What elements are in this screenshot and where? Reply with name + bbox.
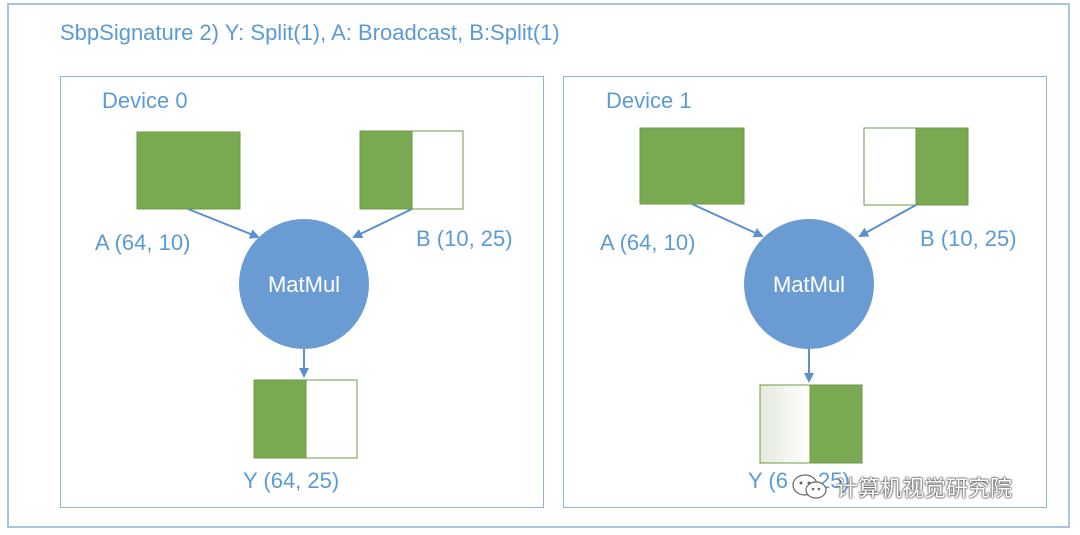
device-1-matmul-label: MatMul [773,272,845,297]
device-0-matmul-label: MatMul [268,272,340,297]
device-1-tensor-b [863,127,969,206]
device-1-tensor-a [639,127,745,205]
device-1-b-label: B (10, 25) [920,226,1017,251]
device-1-arrow-b [858,204,917,237]
device-1-tensor-y [759,384,863,464]
device-1-y-label: Y (6 [748,468,788,493]
device-0-matmul-node [239,219,369,349]
watermark-text: 计算机视觉研究院 [836,476,1013,501]
device-1-panel [563,76,1047,508]
device-0-tensor-b [359,130,464,210]
device-0-panel [60,76,544,508]
device-1-matmul-node [744,219,874,349]
device-0-tensor-y [253,379,358,459]
device-1-label: Device 1 [606,88,692,113]
device-0-diagram: MatMul A (64, 10) B (10, 25) Y (64, 25) [95,130,513,493]
device-0-arrow-b [352,208,413,239]
device-0-y-label: Y (64, 25) [243,468,339,493]
device-0-b-label: B (10, 25) [416,226,513,251]
device-1-arrow-a [691,203,764,238]
device-1-diagram: MatMul A (64, 10) B (10, 25) Y (6 25) [600,127,1017,493]
device-1-a-label: A (64, 10) [600,230,695,255]
device-0-tensor-a [136,131,241,210]
device-0-label: Device 0 [102,88,188,113]
device-0-arrow-a [187,208,260,239]
watermark: 计算机视觉研究院 [790,470,1012,504]
wechat-icon [792,474,827,499]
sbp-signature-title: SbpSignature 2) Y: Split(1), A: Broadcas… [60,20,560,45]
outer-frame [7,3,1070,528]
device-0-a-label: A (64, 10) [95,230,190,255]
